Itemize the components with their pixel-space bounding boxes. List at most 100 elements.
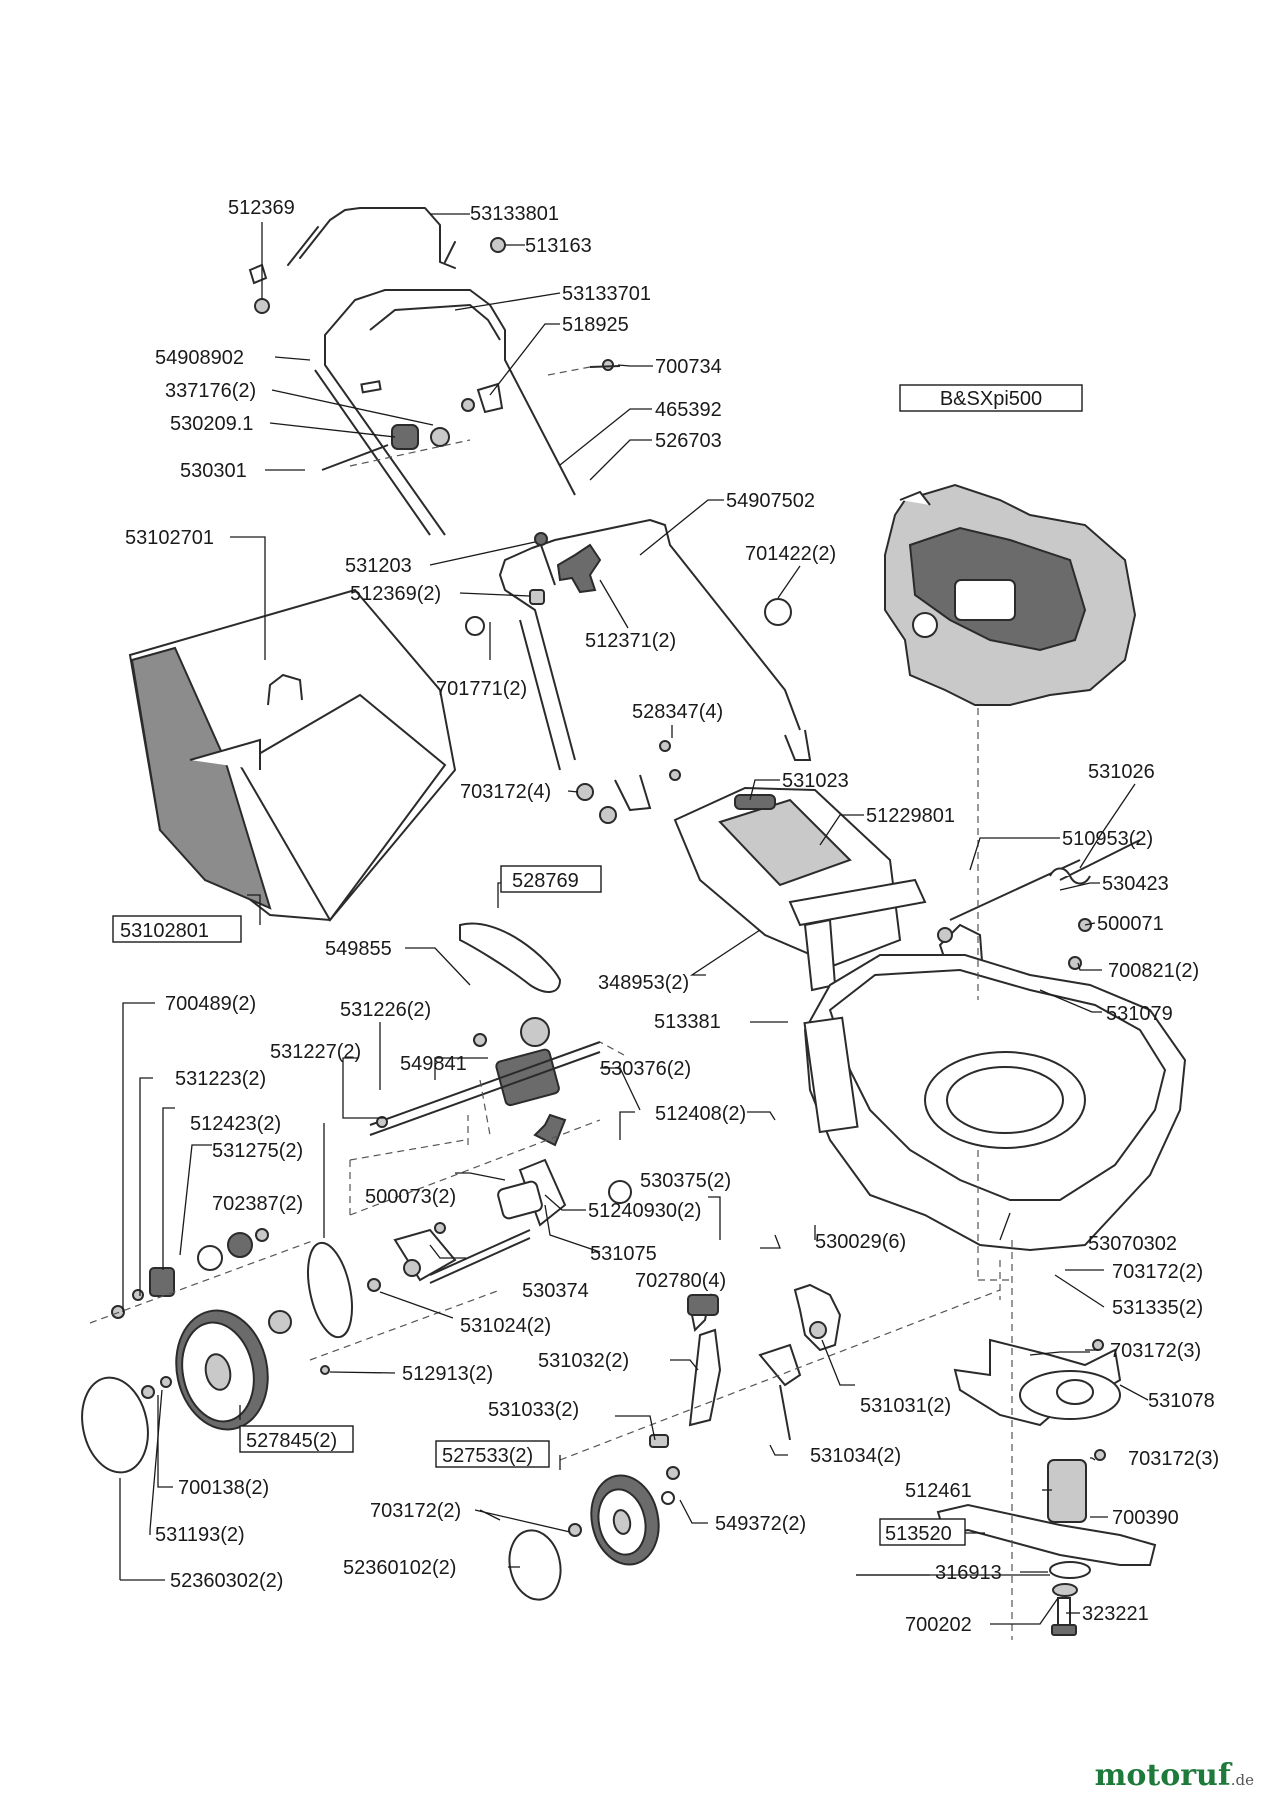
label-engine: B&SXpi500 xyxy=(940,388,1042,410)
label-465392: 465392 xyxy=(655,399,722,421)
label-549372-2: 549372(2) xyxy=(715,1513,806,1535)
label-700390: 700390 xyxy=(1112,1507,1179,1529)
label-703172-4: 703172(4) xyxy=(460,781,551,803)
label-531275-2: 531275(2) xyxy=(212,1140,303,1162)
label-513520: 513520 xyxy=(885,1523,952,1545)
label-53102701: 53102701 xyxy=(125,527,214,549)
label-528347-4: 528347(4) xyxy=(632,701,723,723)
label-527845-2: 527845(2) xyxy=(246,1430,337,1452)
washer-513163-part xyxy=(490,237,506,253)
leader-lines xyxy=(119,213,1149,1625)
label-700489-2: 700489(2) xyxy=(165,993,256,1015)
star-knob-part xyxy=(556,543,602,594)
label-54908902: 54908902 xyxy=(155,347,244,369)
label-512913-2: 512913(2) xyxy=(402,1363,493,1385)
label-530029-6: 530029(6) xyxy=(815,1231,906,1253)
blade-boss-part xyxy=(1047,1459,1087,1523)
label-500071: 500071 xyxy=(1097,913,1164,935)
label-323221: 323221 xyxy=(1082,1603,1149,1625)
label-531226-2: 531226(2) xyxy=(340,999,431,1021)
label-52360102-2: 52360102(2) xyxy=(343,1557,456,1579)
label-531078: 531078 xyxy=(1148,1390,1215,1412)
label-51240930-2: 51240930(2) xyxy=(588,1200,701,1222)
clip-701422-part xyxy=(764,598,792,626)
label-316913: 316913 xyxy=(935,1562,1002,1584)
label-53070302: 53070302 xyxy=(1088,1233,1177,1255)
label-530209-1: 530209.1 xyxy=(170,413,253,435)
engine-part xyxy=(884,483,1137,706)
parts-drawing xyxy=(81,207,1187,1636)
rear-deflector-part xyxy=(673,786,927,992)
label-531227-2: 531227(2) xyxy=(270,1041,361,1063)
hubcap-front-part xyxy=(508,1529,562,1601)
cable-control-part xyxy=(391,424,419,450)
label-531031-2: 531031(2) xyxy=(860,1395,951,1417)
label-531075: 531075 xyxy=(590,1243,657,1265)
label-53133701: 53133701 xyxy=(562,283,651,305)
label-703172-2a: 703172(2) xyxy=(1112,1261,1203,1283)
label-531034-2: 531034(2) xyxy=(810,1445,901,1467)
label-703172-2b: 703172(2) xyxy=(370,1500,461,1522)
label-700202: 700202 xyxy=(905,1614,972,1636)
label-512423-2: 512423(2) xyxy=(190,1113,281,1135)
label-531026: 531026 xyxy=(1088,761,1155,783)
label-51229801: 51229801 xyxy=(866,805,955,827)
adjuster-sector-part xyxy=(793,1283,842,1352)
label-700821-2: 700821(2) xyxy=(1108,960,1199,982)
label-348953-2: 348953(2) xyxy=(598,972,689,994)
label-531335-2: 531335(2) xyxy=(1112,1297,1203,1319)
label-530376-2: 530376(2) xyxy=(600,1058,691,1080)
label-527533-2: 527533(2) xyxy=(442,1445,533,1467)
label-512369-2: 512369(2) xyxy=(350,583,441,605)
hubcap-rear-plate-part xyxy=(307,1241,353,1339)
label-531079: 531079 xyxy=(1106,1003,1173,1025)
label-703172-3a: 703172(3) xyxy=(1110,1340,1201,1362)
label-531193-2: 531193(2) xyxy=(155,1524,245,1546)
brand-tld: .de xyxy=(1230,1771,1254,1789)
label-531033-2: 531033(2) xyxy=(488,1399,579,1421)
label-702780-4: 702780(4) xyxy=(635,1270,726,1292)
front-wheel-part xyxy=(590,1474,660,1566)
cable-clip-531203-part xyxy=(534,532,548,546)
rear-wheel-part xyxy=(175,1309,269,1431)
label-513163: 513163 xyxy=(525,235,592,257)
height-lever-part xyxy=(688,1328,722,1427)
shift-lever-part xyxy=(533,1113,567,1147)
grass-catcher-part xyxy=(128,588,457,922)
upper-handle-part xyxy=(324,289,576,536)
label-53102801: 53102801 xyxy=(120,920,209,942)
label-531024-2: 531024(2) xyxy=(460,1315,551,1337)
part-labels: B&SXpi500 512369 53133801 513163 5313370… xyxy=(120,197,1219,1636)
label-510953-2: 510953(2) xyxy=(1062,828,1153,850)
label-518925: 518925 xyxy=(562,314,629,336)
label-512408-2: 512408(2) xyxy=(655,1103,746,1125)
label-512369: 512369 xyxy=(228,197,295,219)
label-701422-2: 701422(2) xyxy=(745,543,836,565)
label-700138-2: 700138(2) xyxy=(178,1477,269,1499)
assembly-lines xyxy=(89,366,1013,1640)
label-530375-2: 530375(2) xyxy=(640,1170,731,1192)
label-337176-2: 337176(2) xyxy=(165,380,256,402)
label-531032-2: 531032(2) xyxy=(538,1350,629,1372)
nut-512369-part xyxy=(254,298,270,314)
label-549841: 549841 xyxy=(400,1053,467,1075)
gearbox-part xyxy=(369,1017,601,1136)
label-512371-2: 512371(2) xyxy=(585,630,676,652)
brand-name: motoruf xyxy=(1094,1758,1231,1793)
label-528769: 528769 xyxy=(512,870,579,892)
label-500073-2: 500073(2) xyxy=(365,1186,456,1208)
label-52360302-2: 52360302(2) xyxy=(170,1570,283,1592)
upper-handle-bar-part xyxy=(299,207,456,269)
label-530423: 530423 xyxy=(1102,873,1169,895)
mower-deck-part xyxy=(803,954,1187,1252)
label-700734: 700734 xyxy=(655,356,722,378)
v-belt-part xyxy=(459,922,562,993)
label-530374: 530374 xyxy=(522,1280,589,1302)
label-53133801: 53133801 xyxy=(470,203,559,225)
label-531223-2: 531223(2) xyxy=(175,1068,266,1090)
label-513381: 513381 xyxy=(654,1011,721,1033)
pinion-part xyxy=(149,1267,175,1297)
brand-logo: motoruf.de xyxy=(1095,1758,1254,1793)
label-526703: 526703 xyxy=(655,430,722,452)
